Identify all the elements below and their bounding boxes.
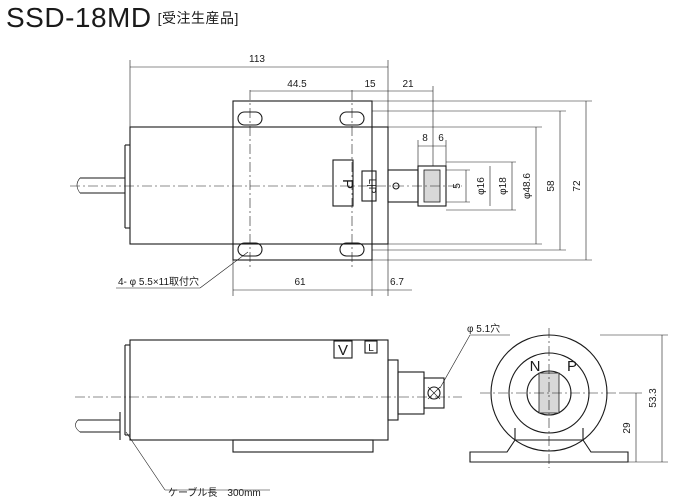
dim-8: 8 [422, 133, 428, 144]
mount-holes-note: 4- φ 5.5×11取付穴 [118, 275, 199, 288]
side-view: V L φ 5.1穴 ケーブル長 300mm [75, 322, 510, 499]
dim-height-58: 58 [546, 180, 557, 192]
end-view: N P 53.3 29 [469, 328, 668, 468]
cable-length-note: ケーブル長 300mm [168, 486, 261, 499]
side-v-mark: V [338, 342, 348, 359]
side-body [129, 339, 389, 441]
mounting-plate [232, 100, 373, 261]
cable-side [75, 412, 121, 440]
dim-height-53-3: 53.3 [648, 388, 659, 408]
side-l-mark: L [368, 343, 374, 354]
v-p-label-box [332, 159, 354, 207]
page-title: SSD-18MD [受注生産品] [6, 2, 239, 34]
model-name: SSD-18MD [6, 2, 152, 33]
end-base [469, 439, 629, 463]
dim-height-29: 29 [622, 422, 633, 434]
n-pole: N [530, 358, 541, 375]
top-dimensions: 113 44.5 15 21 8 6 5 φ16 φ18 φ48.6 58 [116, 54, 592, 296]
p-pole: P [567, 358, 577, 375]
dim-5: 5 [452, 183, 463, 189]
dim-6: 6 [438, 133, 444, 144]
dim-base-6-7: 6.7 [390, 277, 404, 288]
dim-overall-length: 113 [249, 54, 265, 65]
order-note: [受注生産品] [157, 10, 239, 26]
top-view: P L|P [70, 90, 462, 270]
side-hole [427, 386, 441, 400]
vp-mark: P [339, 179, 356, 189]
dim-stroke-extension: 21 [402, 79, 414, 90]
side-hole-note: φ 5.1穴 [467, 322, 500, 335]
dim-height-72: 72 [572, 180, 583, 192]
dim-dia-18: φ18 [498, 177, 509, 195]
dim-slot-pitch: 44.5 [287, 79, 307, 90]
dim-flange-offset: 15 [364, 79, 376, 90]
dim-base-61: 61 [294, 277, 306, 288]
cable-top [76, 177, 125, 194]
dim-dia-16: φ16 [476, 177, 487, 195]
side-base [232, 439, 374, 453]
dim-dia-48-6: φ48.6 [522, 173, 533, 199]
